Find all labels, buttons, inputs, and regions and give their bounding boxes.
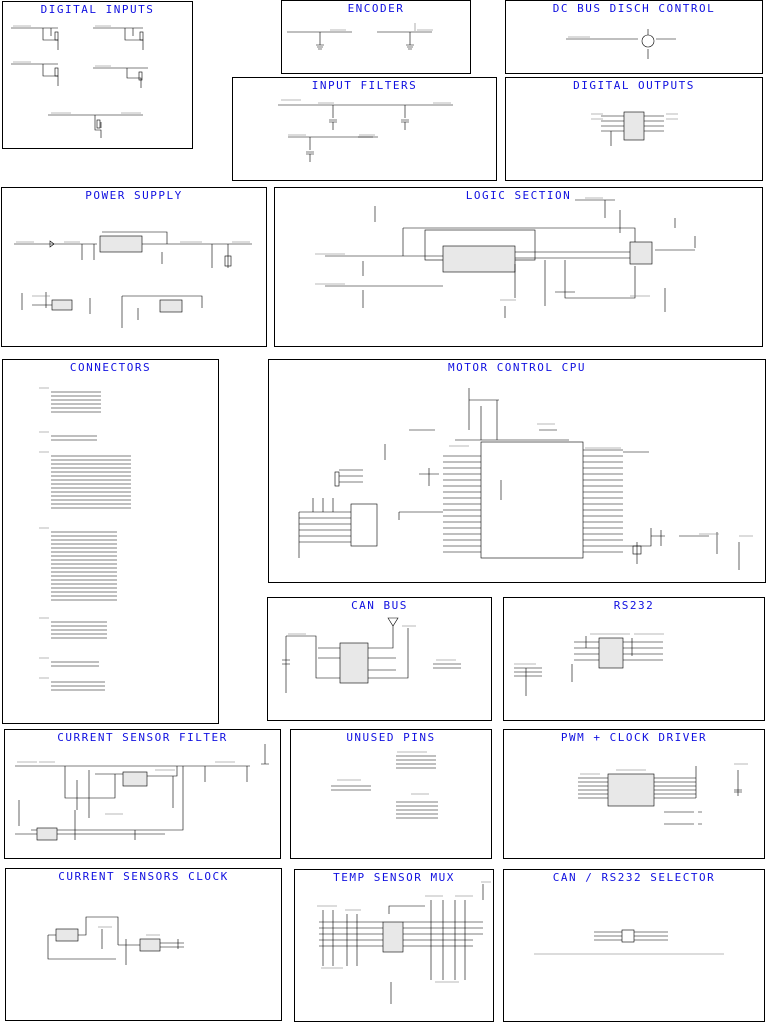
schematic-pwm-clock-driver — [578, 763, 748, 825]
panel-title: DIGITAL INPUTS — [40, 3, 155, 16]
panel-digital-inputs: DIGITAL INPUTS — [2, 1, 193, 149]
schematic-current-sensor-filter — [15, 744, 269, 841]
panel-title: CURRENT SENSORS CLOCK — [58, 870, 229, 883]
panel-title: POWER SUPPLY — [85, 189, 183, 202]
schematic-rs232 — [514, 633, 664, 696]
cpu-right-pins — [583, 449, 623, 553]
panel-title: RS232 — [613, 599, 655, 612]
panel-temp-sensor-mux: TEMP SENSOR MUX — [294, 869, 494, 1022]
panel-dc-bus-disch-control: DC BUS DISCH CONTROL — [505, 0, 763, 74]
schematic-connectors — [39, 387, 131, 691]
panel-title: DC BUS DISCH CONTROL — [552, 2, 716, 15]
connector-j6 — [51, 661, 99, 667]
panel-current-sensor-filter: CURRENT SENSOR FILTER — [4, 729, 281, 859]
schematic-digital-outputs — [591, 111, 678, 146]
cpu-left-pins — [443, 455, 481, 553]
schematic-motor-control-cpu — [298, 388, 753, 570]
schematic-temp-sensor-mux — [317, 881, 491, 1004]
panel-input-filters: INPUT FILTERS — [232, 77, 497, 181]
panel-rs232: RS232 — [503, 597, 765, 721]
panel-title: CURRENT SENSOR FILTER — [57, 731, 228, 744]
input-circuit-1 — [11, 27, 59, 86]
panel-unused-pins: UNUSED PINS — [290, 729, 492, 859]
schematic-current-sensors-clock — [47, 916, 184, 965]
schematic-dc-bus — [566, 29, 676, 59]
panel-title: LOGIC SECTION — [465, 189, 572, 202]
schematic-can-rs232-selector — [534, 929, 724, 955]
panel-title: CAN / RS232 SELECTOR — [552, 871, 716, 884]
connector-j1 — [51, 391, 101, 413]
schematic-encoder — [287, 23, 433, 50]
panel-title: CAN BUS — [351, 599, 408, 612]
schematic-unused-pins — [331, 751, 438, 819]
panel-can-rs232-selector: CAN / RS232 SELECTOR — [503, 869, 765, 1022]
input-circuit-2 — [93, 27, 148, 88]
panel-title: INPUT FILTERS — [311, 79, 418, 92]
schematic-input-filters — [278, 99, 453, 162]
panel-connectors: CONNECTORS — [2, 359, 219, 724]
schematic-power-supply — [14, 231, 252, 328]
panel-title: PWM + CLOCK DRIVER — [560, 731, 708, 744]
panel-digital-outputs: DIGITAL OUTPUTS — [505, 77, 763, 181]
connector-j7 — [51, 681, 105, 691]
panel-can-bus: CAN BUS — [267, 597, 492, 721]
panel-encoder: ENCODER — [281, 0, 471, 74]
schematic-logic-section — [315, 197, 696, 318]
connector-j5 — [51, 621, 107, 639]
panel-title: DIGITAL OUTPUTS — [573, 79, 695, 92]
connector-j3 — [51, 455, 131, 509]
connector-j4 — [51, 531, 117, 601]
panel-title: TEMP SENSOR MUX — [333, 871, 455, 884]
schematic-can-bus — [282, 617, 461, 693]
input-circuit-3 — [48, 114, 143, 138]
panel-current-sensors-clock: CURRENT SENSORS CLOCK — [5, 868, 282, 1021]
panel-title: CONNECTORS — [69, 361, 152, 374]
panel-motor-control-cpu: MOTOR CONTROL CPU — [268, 359, 766, 583]
panel-power-supply: POWER SUPPLY — [1, 187, 267, 347]
panel-title: MOTOR CONTROL CPU — [447, 361, 587, 374]
panel-title: ENCODER — [347, 2, 405, 15]
panel-pwm-clock-driver: PWM + CLOCK DRIVER — [503, 729, 765, 859]
panel-logic-section: LOGIC SECTION — [274, 187, 763, 347]
panel-title: UNUSED PINS — [346, 731, 436, 744]
schematic-digital-inputs — [11, 25, 148, 138]
connector-j2 — [51, 435, 97, 441]
